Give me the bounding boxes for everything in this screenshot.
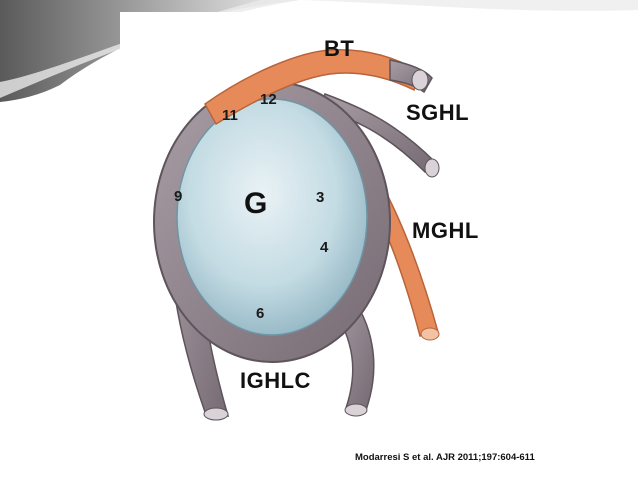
- ighlc-anterior-end: [344, 403, 368, 417]
- biceps-tendon: [204, 48, 421, 126]
- glenoid-surface: [176, 98, 368, 336]
- shoulder-ligament-diagram: BT SGHL MGHL IGHLC G 12 11 9 3 4 6: [120, 12, 518, 440]
- ighlc-posterior-end: [203, 407, 229, 421]
- clock-4: 4: [320, 239, 329, 256]
- label-sghl: SGHL: [406, 100, 470, 125]
- label-mghl: MGHL: [412, 218, 479, 243]
- sghl-tendon-end: [424, 158, 440, 178]
- clock-6: 6: [256, 305, 265, 322]
- glenoid-illustration: [153, 48, 440, 421]
- bt-tendon-end: [411, 69, 429, 91]
- clock-11: 11: [222, 107, 238, 124]
- clock-9: 9: [174, 188, 183, 205]
- label-ighlc: IGHLC: [240, 368, 311, 393]
- mghl-tendon-end: [420, 327, 440, 341]
- label-bt: BT: [324, 36, 355, 61]
- corner-swoosh-decoration: [0, 0, 638, 102]
- label-glenoid: G: [244, 187, 268, 220]
- citation-text: Modarresi S et al. AJR 2011;197:604-611: [355, 452, 535, 463]
- clock-12: 12: [260, 91, 277, 108]
- clock-3: 3: [316, 189, 325, 206]
